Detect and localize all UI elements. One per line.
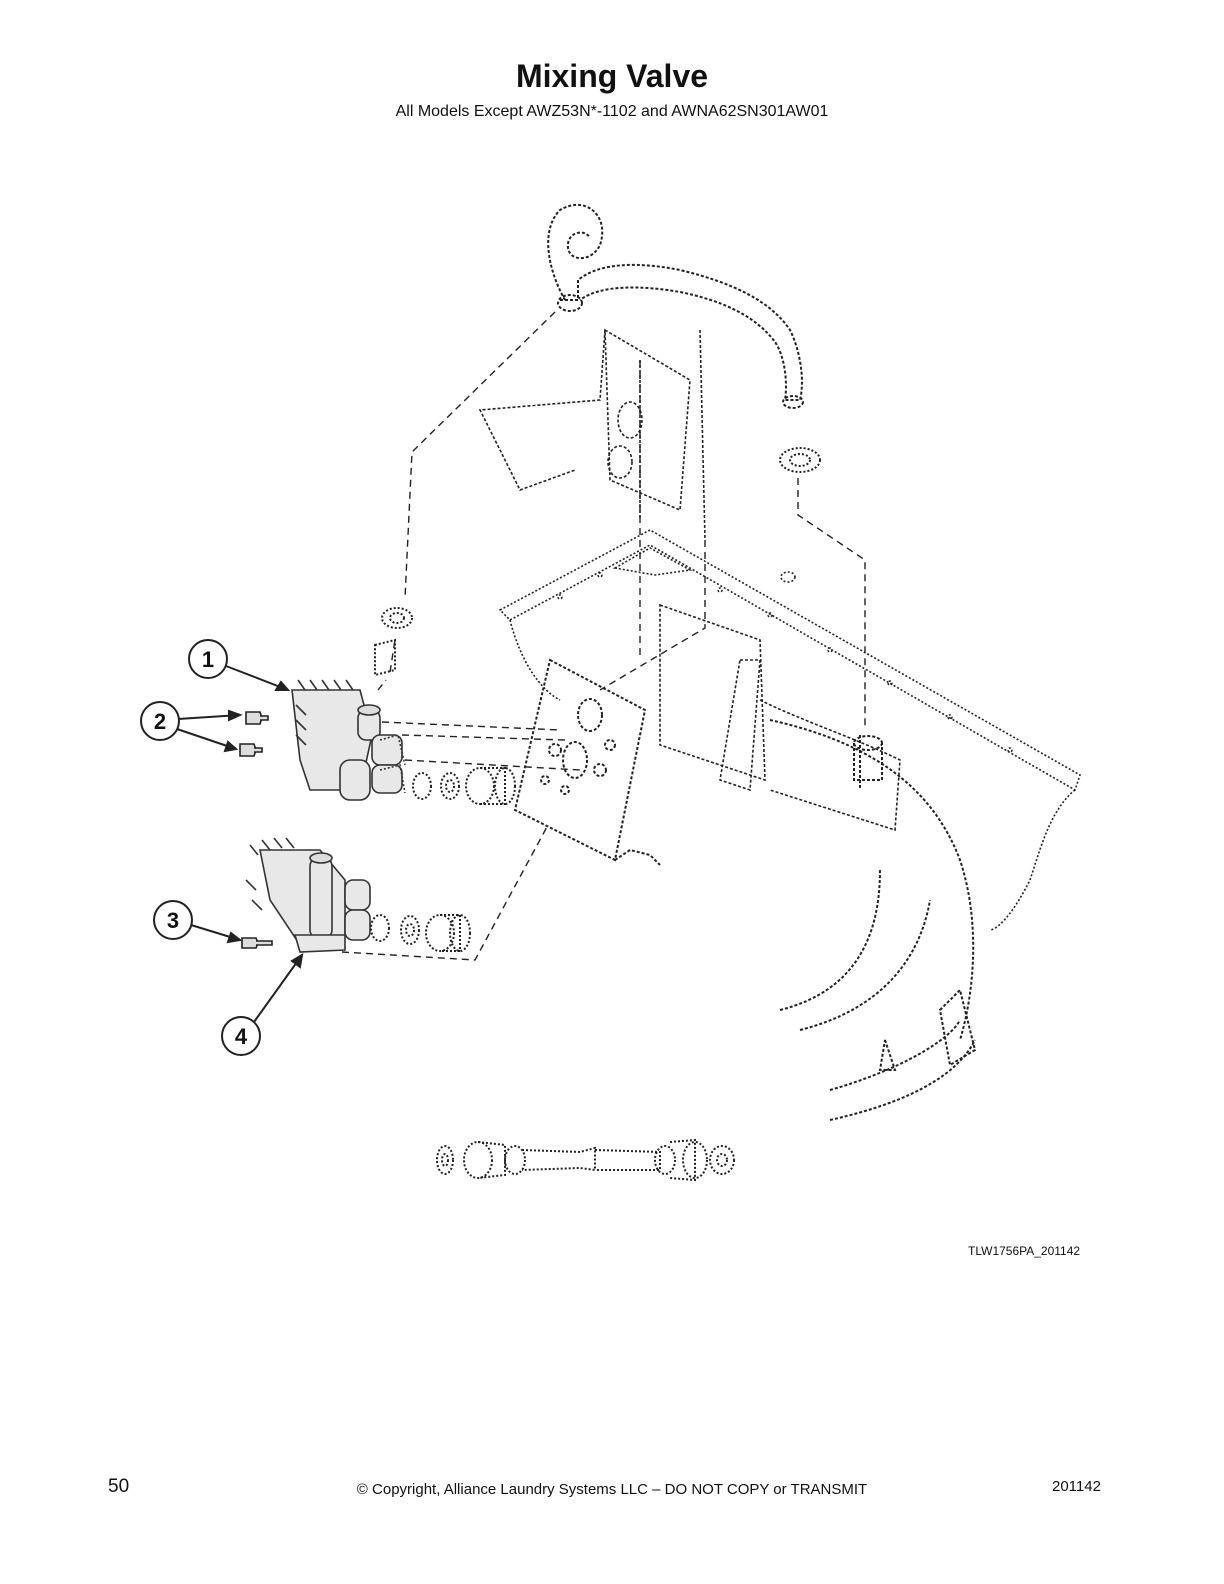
page-number: 50 [108,1476,130,1497]
fill-hose [547,204,804,409]
page-title: Mixing Valve [515,58,709,94]
callout-3 [153,900,243,944]
mixing-valve-upper [291,679,406,801]
callout-2 [140,701,243,753]
copyright-notice: © Copyright, Alliance Laundry Systems LL… [356,1481,868,1498]
dispenser-bracket [478,328,706,541]
mounting-screws-upper [239,711,269,757]
inlet-screen [374,607,413,677]
callout-1 [188,639,291,691]
hose-grommet [779,447,821,473]
callout-1-label: 1 [202,647,214,672]
document-code: 201142 [1052,1478,1101,1495]
panel-screw [780,571,796,583]
valve-washers-lower [370,914,471,952]
callout-markers [140,639,304,1056]
valve-housing [659,603,901,832]
callout-4-label: 4 [235,1024,248,1049]
mounting-plate [513,658,661,866]
callout-2-label: 2 [154,709,166,734]
callout-3-label: 3 [167,908,179,933]
inlet-hose-assembly [436,1138,735,1182]
drawing-id: TLW1756PA_201142 [968,1244,1081,1258]
tub-rim [769,719,977,1121]
callout-4 [221,953,304,1056]
exploded-view-leader-lines [341,311,866,961]
mixing-valve-lower [245,837,371,953]
mounting-screw-lower [241,937,273,949]
cabinet-top-panel [498,529,1081,931]
page-subtitle: All Models Except AWZ53N*-1102 and AWNA6… [395,103,829,120]
valve-washers-upper [412,767,516,805]
